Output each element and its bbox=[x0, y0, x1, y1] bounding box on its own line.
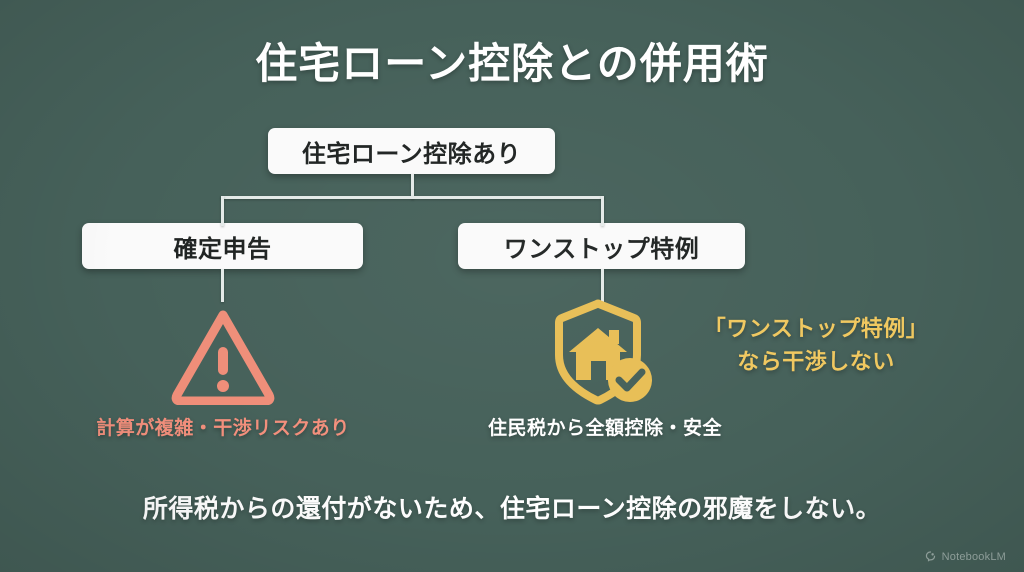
notebooklm-watermark-label: NotebookLM bbox=[941, 550, 1006, 563]
highlight-note: 「ワンストップ特例」 なら干渉しない bbox=[676, 313, 956, 378]
highlight-note-line-2: なら干渉しない bbox=[737, 348, 895, 374]
highlight-note-line-1: 「ワンストップ特例」 bbox=[703, 316, 929, 341]
notebooklm-watermark: NotebookLM bbox=[924, 550, 1006, 563]
flow-node-root-label: 住宅ローン控除あり bbox=[301, 140, 522, 168]
page-title: 住宅ローン控除との併用術 bbox=[255, 40, 769, 87]
connector-tail-left bbox=[221, 269, 224, 302]
connector-tail-right bbox=[601, 269, 604, 302]
flow-node-left-label: 確定申告 bbox=[173, 235, 272, 263]
connector-drop-right bbox=[601, 196, 604, 226]
shield-house-check-icon bbox=[545, 297, 663, 409]
flow-node-right-label: ワンストップ特例 bbox=[503, 235, 700, 263]
flow-node-final-tax-return: 確定申告 bbox=[82, 223, 363, 269]
caption-right: 住民税から全額控除・安全 bbox=[487, 418, 722, 439]
notebooklm-logo-icon bbox=[924, 550, 937, 563]
caption-left: 計算が複雑・干渉リスクあり bbox=[96, 418, 350, 439]
warning-triangle-icon bbox=[168, 305, 278, 406]
flow-node-root: 住宅ローン控除あり bbox=[268, 128, 555, 174]
connector-root-stem bbox=[411, 174, 414, 199]
connector-horizontal-bar bbox=[221, 196, 604, 199]
connector-drop-left bbox=[221, 196, 224, 226]
footer-summary: 所得税からの還付がないため、住宅ローン控除の邪魔をしない。 bbox=[142, 495, 882, 523]
flow-node-one-stop-exception: ワンストップ特例 bbox=[458, 223, 745, 269]
